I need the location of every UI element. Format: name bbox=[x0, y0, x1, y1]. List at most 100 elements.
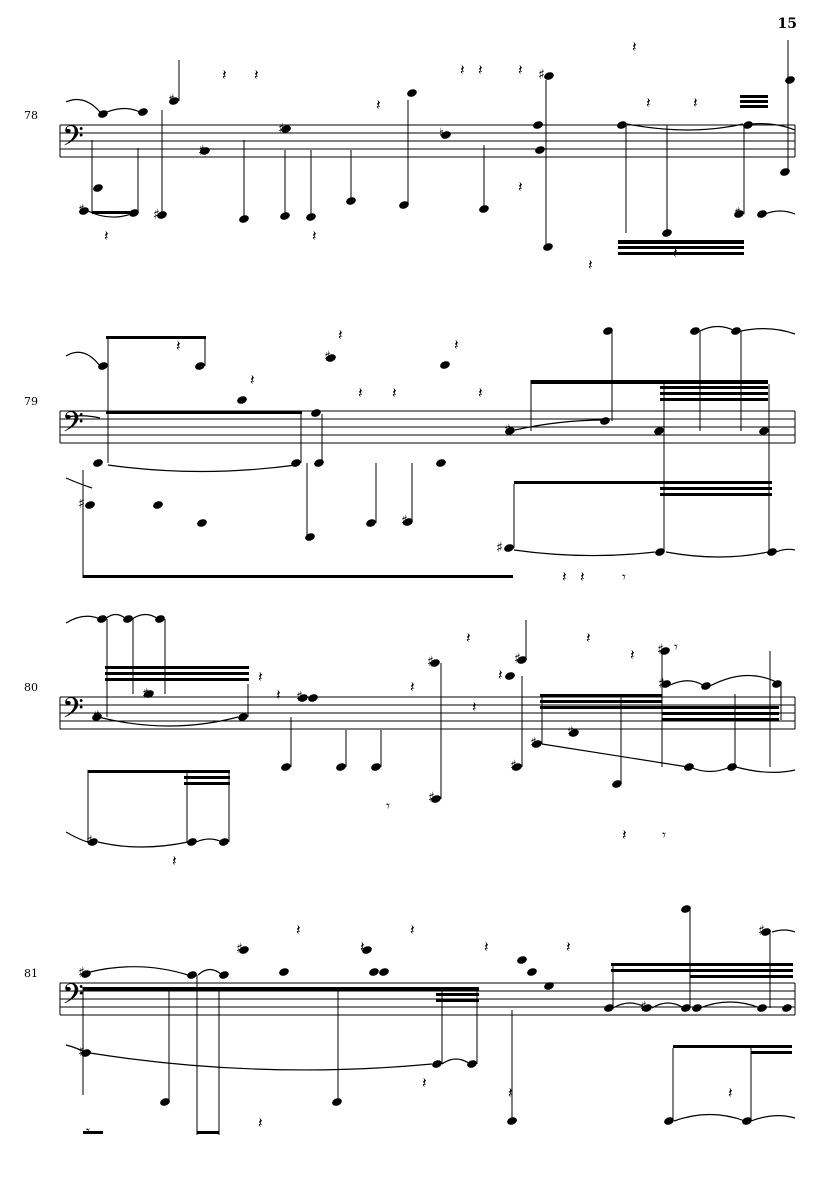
bass-clef: 𝄢 bbox=[62, 692, 84, 732]
svg-text:𝄽: 𝄽 bbox=[258, 668, 263, 686]
svg-text:♯: ♯ bbox=[496, 540, 503, 556]
svg-text:𝄾: 𝄾 bbox=[622, 568, 626, 586]
svg-text:𝄽: 𝄽 bbox=[250, 371, 255, 389]
svg-text:♯: ♯ bbox=[514, 651, 521, 667]
svg-text:♯: ♯ bbox=[758, 923, 765, 939]
accidentals: ♯ ♯ ♯ ♯ ♯ ♯ ♯ ♯ ♯ ♯ ♯ ♯ bbox=[86, 642, 665, 849]
svg-text:𝄽: 𝄽 bbox=[358, 384, 363, 402]
svg-text:♯: ♯ bbox=[168, 92, 175, 108]
svg-text:𝄽: 𝄽 bbox=[410, 921, 415, 939]
svg-text:♯: ♯ bbox=[427, 654, 434, 670]
svg-text:♯: ♯ bbox=[86, 833, 93, 849]
svg-text:𝄽: 𝄽 bbox=[222, 66, 227, 84]
svg-text:𝄽: 𝄽 bbox=[498, 666, 503, 684]
svg-text:𝄽: 𝄽 bbox=[176, 337, 181, 355]
ties bbox=[65, 929, 796, 1122]
svg-text:𝄽: 𝄽 bbox=[508, 1084, 513, 1102]
svg-text:𝄽: 𝄽 bbox=[466, 629, 471, 647]
svg-text:♯: ♯ bbox=[530, 735, 537, 751]
svg-text:𝄾: 𝄾 bbox=[662, 826, 666, 844]
svg-text:♯: ♯ bbox=[78, 1044, 85, 1060]
svg-text:𝄽: 𝄽 bbox=[586, 629, 591, 647]
svg-text:𝄽: 𝄽 bbox=[258, 1114, 263, 1132]
noteheads bbox=[79, 72, 795, 251]
svg-text:𝄽: 𝄽 bbox=[478, 61, 483, 79]
svg-text:♯: ♯ bbox=[658, 676, 665, 692]
svg-text:𝄽: 𝄽 bbox=[472, 698, 477, 716]
svg-text:𝄽: 𝄽 bbox=[580, 568, 585, 586]
svg-text:𝄽: 𝄽 bbox=[728, 1084, 733, 1102]
system-80: 80 𝄢 bbox=[24, 613, 796, 870]
svg-text:♯: ♯ bbox=[296, 689, 303, 705]
rests: 𝄽 𝄽 𝄽 𝄽 𝄽 𝄽 𝄽 𝄽 𝄽 𝄾 𝄽 𝄾 𝄾 bbox=[172, 629, 678, 870]
svg-text:♯: ♯ bbox=[198, 143, 205, 159]
svg-text:♯: ♯ bbox=[278, 121, 285, 137]
svg-text:𝄽: 𝄽 bbox=[646, 94, 651, 112]
measure-number: 78 bbox=[24, 109, 38, 122]
measure-number: 80 bbox=[24, 681, 38, 694]
svg-text:♯: ♯ bbox=[504, 422, 511, 438]
svg-text:𝄽: 𝄽 bbox=[104, 227, 109, 245]
svg-text:𝄽: 𝄽 bbox=[312, 227, 317, 245]
rests: 𝄽 𝄽 𝄽 𝄽 𝄽 𝄽 𝄽 𝄽 𝄽 𝄾 bbox=[86, 921, 733, 1140]
svg-text:♯: ♯ bbox=[428, 790, 435, 806]
staff-lines bbox=[59, 410, 796, 444]
svg-text:𝄽: 𝄽 bbox=[478, 384, 483, 402]
bass-clef: 𝄢 bbox=[62, 120, 84, 160]
system-81: 81 𝄢 bbox=[24, 905, 796, 1140]
svg-text:𝄽: 𝄽 bbox=[566, 938, 571, 956]
svg-text:𝄽: 𝄽 bbox=[673, 244, 678, 262]
svg-text:𝄽: 𝄽 bbox=[392, 384, 397, 402]
accidentals: ♯ ♯ ♯ ♯ ♯ bbox=[78, 923, 765, 1060]
svg-text:𝄽: 𝄽 bbox=[518, 178, 523, 196]
svg-text:♯: ♯ bbox=[510, 758, 517, 774]
svg-text:♯: ♯ bbox=[567, 724, 574, 740]
accidentals: ♯ ♯ ♯ ♯ ♯ bbox=[78, 349, 511, 556]
ties bbox=[65, 325, 796, 558]
ties bbox=[65, 613, 796, 848]
svg-text:𝄽: 𝄽 bbox=[422, 1074, 427, 1092]
svg-text:𝄽: 𝄽 bbox=[630, 646, 635, 664]
svg-text:♯: ♯ bbox=[93, 708, 100, 724]
stems bbox=[82, 331, 770, 578]
system-79: 79 𝄢 bbox=[24, 325, 796, 586]
beams bbox=[88, 666, 779, 785]
svg-text:𝄽: 𝄽 bbox=[410, 678, 415, 696]
svg-text:♯: ♯ bbox=[153, 207, 160, 223]
svg-text:𝄾: 𝄾 bbox=[86, 1122, 90, 1140]
svg-text:𝄽: 𝄽 bbox=[518, 61, 523, 79]
noteheads bbox=[85, 327, 777, 556]
stems bbox=[82, 909, 771, 1135]
rests: 𝄽 𝄽 𝄽 𝄽 𝄽 𝄽 𝄽 𝄽 𝄽 𝄾 bbox=[176, 326, 626, 586]
svg-text:♯: ♯ bbox=[142, 686, 149, 702]
beams bbox=[92, 95, 768, 255]
svg-text:𝄽: 𝄽 bbox=[588, 256, 593, 274]
noteheads bbox=[88, 615, 782, 846]
measure-number: 81 bbox=[24, 967, 38, 980]
svg-text:𝄽: 𝄽 bbox=[562, 568, 567, 586]
svg-text:♯: ♯ bbox=[324, 349, 331, 365]
bass-clef: 𝄢 bbox=[62, 978, 84, 1018]
svg-text:𝄽: 𝄽 bbox=[460, 61, 465, 79]
beams bbox=[83, 336, 772, 578]
svg-text:𝄽: 𝄽 bbox=[376, 96, 381, 114]
svg-text:𝄽: 𝄽 bbox=[296, 921, 301, 939]
svg-text:𝄾: 𝄾 bbox=[674, 638, 678, 656]
svg-text:𝄾: 𝄾 bbox=[386, 797, 390, 815]
svg-text:♯: ♯ bbox=[78, 496, 85, 512]
svg-text:𝄽: 𝄽 bbox=[338, 326, 343, 344]
svg-text:𝄽: 𝄽 bbox=[172, 852, 177, 870]
svg-text:𝄽: 𝄽 bbox=[622, 826, 627, 844]
svg-text:𝄽: 𝄽 bbox=[632, 38, 637, 56]
stems bbox=[91, 40, 789, 247]
svg-text:♯: ♯ bbox=[78, 202, 85, 218]
svg-text:♯: ♯ bbox=[734, 205, 741, 221]
svg-text:♯: ♯ bbox=[236, 941, 243, 957]
measure-number: 79 bbox=[24, 395, 38, 408]
beams bbox=[83, 963, 793, 1134]
svg-text:𝄽: 𝄽 bbox=[693, 94, 698, 112]
svg-text:♯: ♯ bbox=[640, 999, 647, 1015]
svg-text:𝄽: 𝄽 bbox=[276, 686, 281, 704]
svg-text:♮: ♮ bbox=[439, 126, 444, 142]
staff-lines bbox=[59, 124, 796, 158]
